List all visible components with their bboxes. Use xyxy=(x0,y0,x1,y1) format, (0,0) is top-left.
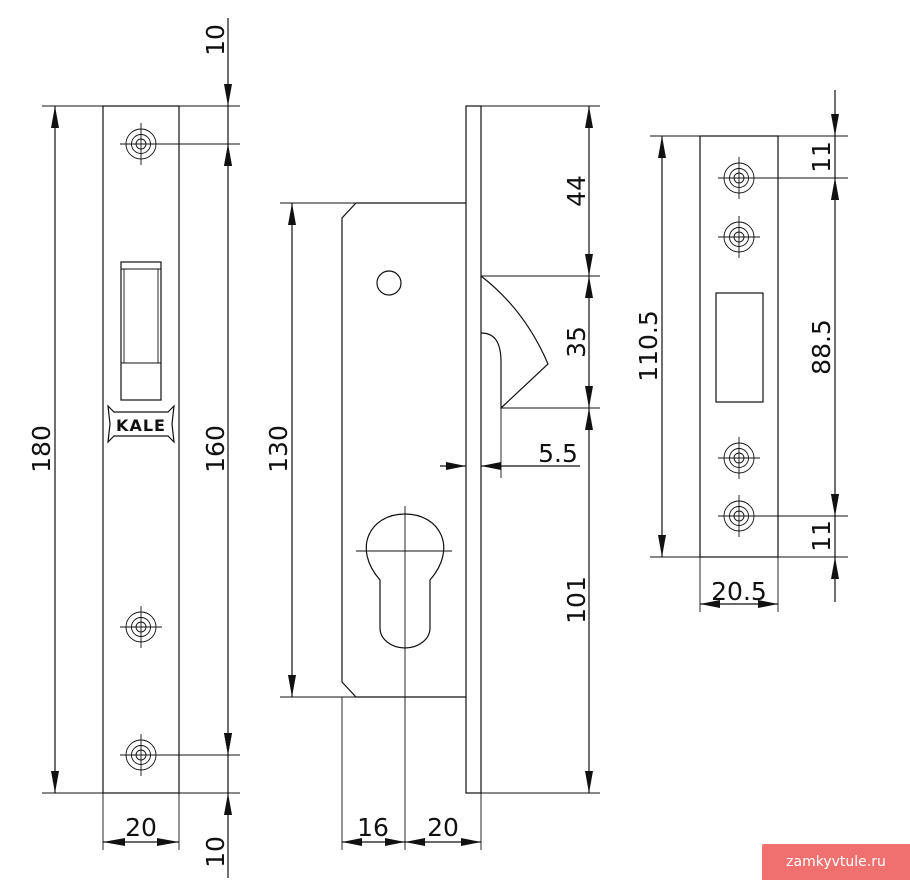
latch-window xyxy=(120,261,162,401)
dim-latch-projection: 5.5 xyxy=(440,439,580,470)
strike-plate-outline xyxy=(699,135,779,558)
dim-label-101: 101 xyxy=(562,576,591,624)
dim-faceplate-top-offset: 10 xyxy=(201,18,232,166)
dim-strike-bottom-offset: 11 xyxy=(807,494,839,602)
dim-label-88-5: 88.5 xyxy=(807,319,836,375)
dim-label-20-side: 20 xyxy=(427,813,459,842)
strike-plate-view: 110.5 88.5 11 11 20.5 xyxy=(634,90,848,612)
watermark-badge: zamkyvtule.ru xyxy=(762,844,910,880)
faceplate-view: KALE 180 160 10 xyxy=(27,18,240,878)
hook-latch xyxy=(480,275,549,410)
dim-label-10-bottom: 10 xyxy=(201,836,230,868)
watermark-text: zamkyvtule.ru xyxy=(786,854,886,870)
dim-label-10-top: 10 xyxy=(201,24,230,56)
dim-top-to-latch: 44 xyxy=(562,106,593,276)
dim-faceplate-width: 20 xyxy=(103,813,179,846)
cylinder-cutout xyxy=(365,513,445,649)
dim-label-130: 130 xyxy=(264,425,293,473)
dim-label-110-5: 110.5 xyxy=(634,310,663,382)
dim-strike-top-offset: 11 xyxy=(807,90,839,200)
dim-strike-width: 20.5 xyxy=(700,577,778,608)
dim-cylinder-to-bottom: 101 xyxy=(562,408,593,793)
dim-faceplate-screw-spacing: 160 xyxy=(201,144,232,755)
spindle-hole xyxy=(376,270,402,296)
dim-faceplate-total-height: 180 xyxy=(27,106,59,793)
dim-label-20-faceplate: 20 xyxy=(125,813,157,842)
strike-opening xyxy=(715,292,764,403)
dim-label-5-5: 5.5 xyxy=(538,439,578,468)
dim-strike-total-height: 110.5 xyxy=(634,136,666,557)
dim-faceplate-bottom-offset: 10 xyxy=(201,733,232,878)
dim-label-16: 16 xyxy=(357,813,389,842)
dim-body-height: 130 xyxy=(264,203,296,697)
brand-logo: KALE xyxy=(107,404,175,444)
dim-label-20-5: 20.5 xyxy=(711,577,767,606)
side-faceplate xyxy=(465,105,482,794)
dim-backset-right: 20 xyxy=(405,813,481,846)
dim-label-35: 35 xyxy=(562,326,591,358)
dim-label-11-bottom: 11 xyxy=(807,520,836,552)
dim-strike-screw-spacing: 88.5 xyxy=(807,178,839,516)
dim-backset-left: 16 xyxy=(342,813,405,846)
faceplate-outline xyxy=(102,105,180,794)
dim-label-180: 180 xyxy=(27,425,56,473)
dim-latch-height: 35 xyxy=(562,276,593,408)
brand-logo-text: KALE xyxy=(116,416,166,435)
dim-label-160: 160 xyxy=(201,425,230,473)
side-view: 130 44 35 101 5.5 xyxy=(264,105,600,850)
dim-label-44: 44 xyxy=(562,175,591,207)
dim-label-11-top: 11 xyxy=(807,141,836,173)
lock-body xyxy=(341,202,466,698)
